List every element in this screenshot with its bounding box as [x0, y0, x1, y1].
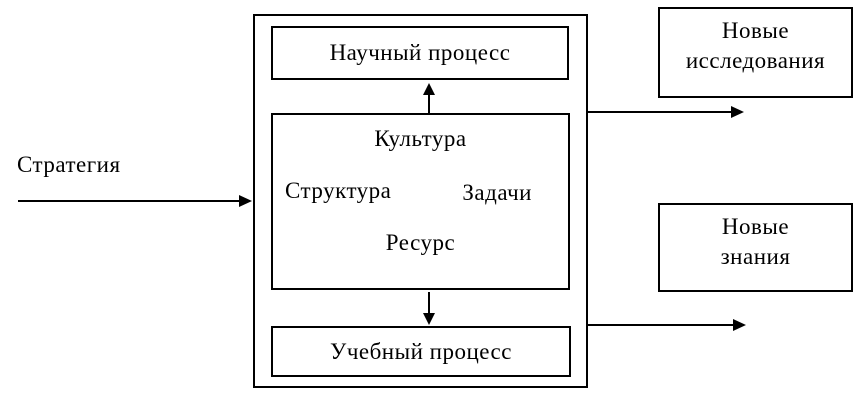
resource-label: Ресурс: [385, 230, 456, 255]
new-knowledge-box: Новые знания: [658, 203, 853, 292]
research-output-arrowhead-icon: [731, 106, 744, 118]
tasks-label: Задачи: [462, 180, 532, 205]
core-box: Культура Структура Задачи Ресурс: [271, 113, 570, 290]
up-arrowhead-icon: [423, 83, 435, 95]
new-research-box: Новые исследования: [658, 7, 853, 98]
scientific-process-box: Научный процесс: [271, 26, 569, 80]
structure-label: Структура: [285, 178, 392, 203]
new-research-line1: Новые: [721, 18, 790, 43]
down-arrow-line: [428, 292, 430, 314]
knowledge-output-arrow-line: [588, 324, 735, 326]
new-research-line2: исследования: [685, 47, 826, 73]
scientific-process-label: Научный процесс: [329, 40, 511, 65]
strategy-arrowhead-icon: [239, 195, 252, 207]
knowledge-output-arrowhead-icon: [733, 319, 746, 331]
up-arrow-line: [428, 93, 430, 113]
educational-process-label: Учебный процесс: [330, 338, 512, 364]
new-knowledge-line1: Новые: [721, 214, 790, 239]
strategy-arrow-line: [18, 200, 242, 202]
research-output-arrow-line: [588, 111, 733, 113]
culture-label: Культура: [374, 126, 467, 151]
educational-process-box: Учебный процесс: [271, 326, 571, 377]
down-arrowhead-icon: [423, 313, 435, 325]
new-knowledge-line2: знания: [720, 243, 791, 269]
strategy-label: Стратегия: [17, 152, 121, 177]
